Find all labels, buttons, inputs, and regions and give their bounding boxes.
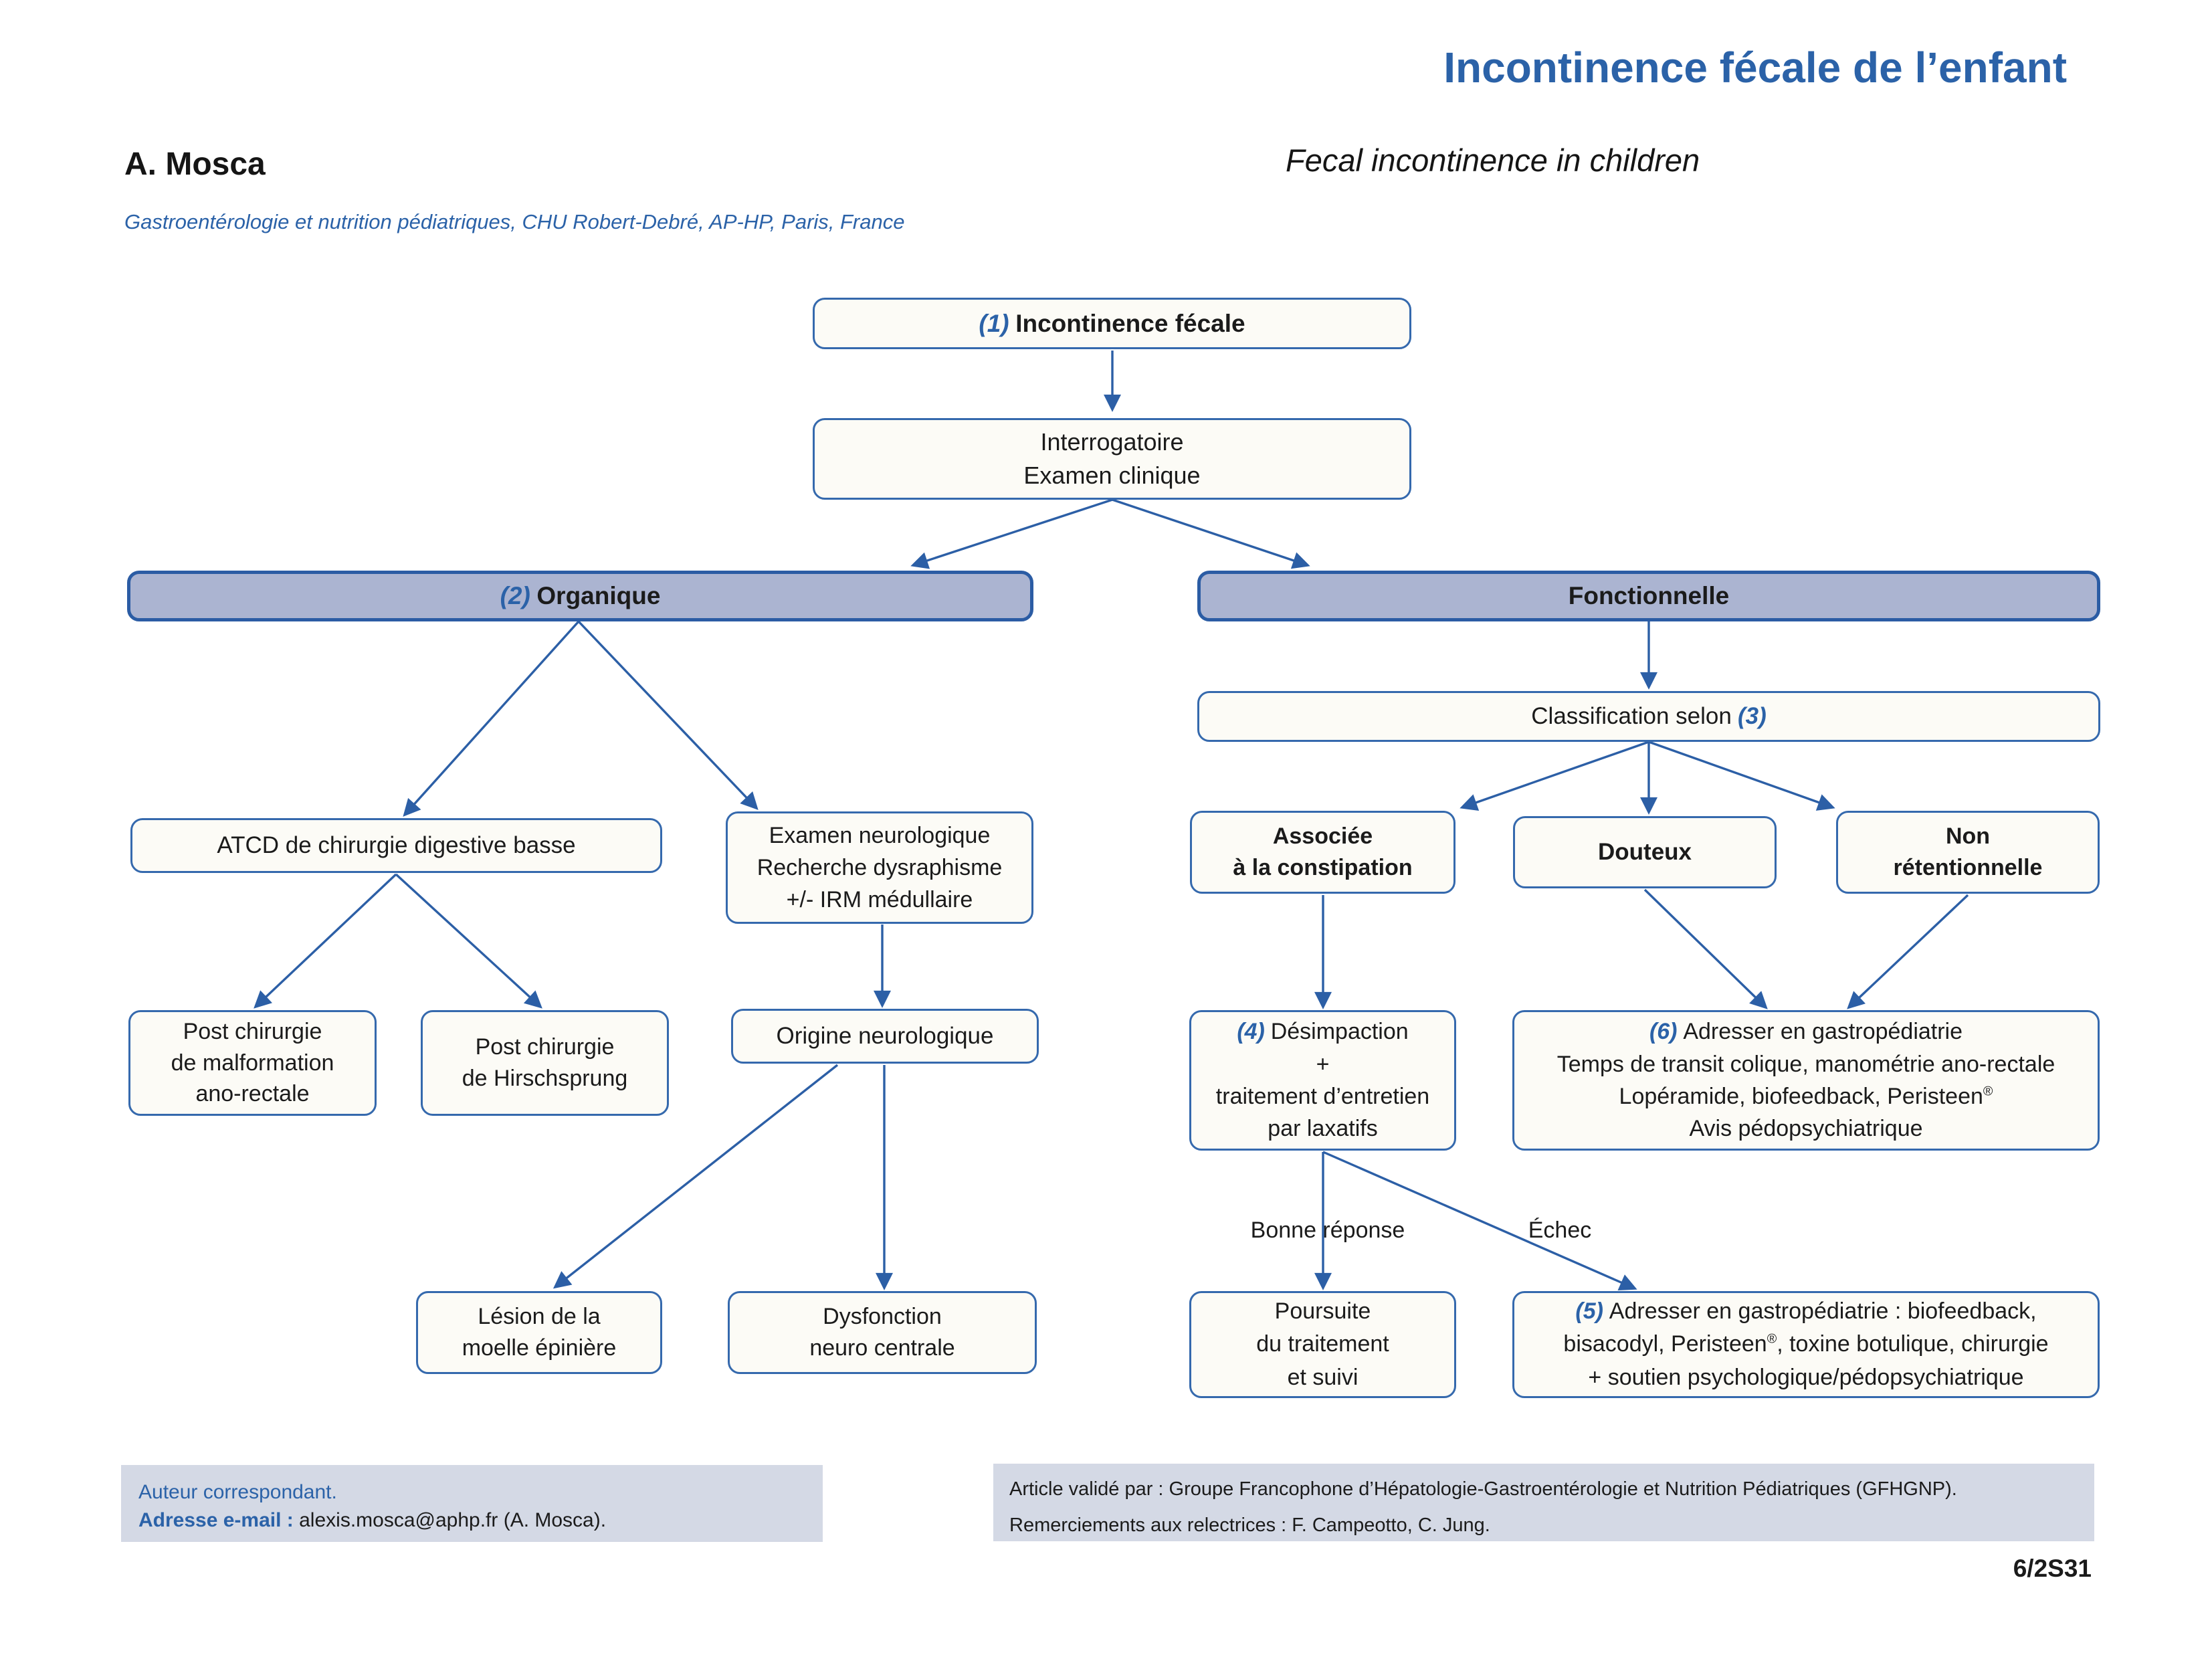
node-interrogatoire-examen: Interrogatoire Examen clinique: [813, 418, 1411, 500]
node-line: Désimpaction: [1270, 1019, 1409, 1045]
node-classification: Classification selon(3): [1197, 691, 2100, 742]
node-adresser-gastropediatrie-6: (6)Adresser en gastropédiatrie Temps de …: [1512, 1010, 2100, 1151]
node-atcd-chirurgie: ATCD de chirurgie digestive basse: [130, 818, 662, 873]
node-examen-neurologique: Examen neurologique Recherche dysraphism…: [726, 811, 1033, 924]
node-line: Adresser en gastropédiatrie: [1683, 1019, 1963, 1045]
node-line: Avis pédopsychiatrique: [1689, 1116, 1923, 1142]
node-line: ano-rectale: [195, 1081, 310, 1107]
bar-fonctionnelle: Fonctionnelle: [1197, 571, 2100, 621]
registered-mark: ®: [1767, 1332, 1777, 1347]
node-label: Douteux: [1598, 838, 1692, 865]
node-line: Adresser en gastropédiatrie : biofeedbac…: [1609, 1298, 2037, 1325]
node-dysfonction-neuro: Dysfonction neuro centrale: [728, 1291, 1037, 1374]
node-line: de Hirschsprung: [462, 1066, 628, 1091]
node-label: Classification selon: [1531, 702, 1732, 729]
node-incontinence-fecale: (1)Incontinence fécale: [813, 298, 1411, 349]
email-label: Adresse e-mail :: [138, 1509, 294, 1531]
node-line: Post chirurgie: [475, 1034, 615, 1060]
node-douteux: Douteux: [1513, 816, 1777, 888]
validation-footer: Article validé par : Groupe Francophone …: [993, 1464, 2094, 1541]
node-line: rétentionnelle: [1893, 855, 2043, 880]
node-line: de malformation: [171, 1050, 334, 1076]
step-number-1: (1): [979, 309, 1009, 337]
node-lesion-moelle: Lésion de la moelle épinière: [416, 1291, 662, 1374]
step-number-3: (3): [1737, 702, 1767, 729]
node-non-retentionnelle: Non rétentionnelle: [1836, 811, 2100, 894]
node-post-chirurgie-hirschsprung: Post chirurgie de Hirschsprung: [421, 1010, 669, 1116]
node-poursuite-traitement: Poursuite du traitement et suivi: [1189, 1291, 1456, 1398]
node-adresser-gastropediatrie-5: (5)Adresser en gastropédiatrie : biofeed…: [1512, 1291, 2100, 1398]
bar-label: Organique: [536, 582, 661, 610]
correspondent-footer: Auteur correspondant. Adresse e-mail : a…: [121, 1465, 823, 1542]
node-line: Lopéramide, biofeedback, Peristeen®: [1619, 1084, 1993, 1109]
node-line: par laxatifs: [1268, 1116, 1378, 1142]
email-value: alexis.mosca@aphp.fr (A. Mosca).: [293, 1509, 607, 1531]
author-name: A. Mosca: [124, 147, 266, 182]
node-associee-constipation: Associée à la constipation: [1190, 811, 1455, 894]
node-label: ATCD de chirurgie digestive basse: [217, 832, 576, 858]
step-number-4: (4): [1237, 1019, 1265, 1045]
node-desimpaction: (4)Désimpaction + traitement d’entretien…: [1189, 1010, 1456, 1151]
node-line: bisacodyl, Peristeen®, toxine botulique,…: [1563, 1331, 2049, 1357]
node-line: et suivi: [1287, 1364, 1359, 1390]
node-line: Post chirurgie: [183, 1018, 322, 1044]
node-line: Associée: [1272, 823, 1373, 850]
page-title-french: Incontinence fécale de l’enfant: [1443, 43, 2067, 92]
node-line: du traitement: [1256, 1331, 1389, 1357]
page-title-english: Fecal incontinence in children: [1286, 142, 1700, 178]
author-affiliation: Gastroentérologie et nutrition pédiatriq…: [124, 210, 905, 233]
node-line: Lésion de la: [478, 1304, 601, 1330]
node-origine-neurologique: Origine neurologique: [731, 1009, 1039, 1064]
node-line: +/- IRM médullaire: [786, 887, 973, 913]
label-bonne-reponse: Bonne réponse: [1250, 1217, 1405, 1243]
step-number-6: (6): [1649, 1019, 1678, 1045]
node-line: Poursuite: [1274, 1298, 1371, 1325]
bar-organique: (2)Organique: [127, 571, 1033, 621]
node-line: +: [1316, 1051, 1330, 1077]
node-line: Examen clinique: [1023, 462, 1201, 489]
acknowledgement-note: Remerciements aux relectrices : F. Campe…: [1009, 1515, 1490, 1536]
node-line: Temps de transit colique, manométrie ano…: [1556, 1051, 2055, 1077]
node-label: Incontinence fécale: [1015, 309, 1245, 337]
node-line: à la constipation: [1233, 855, 1413, 880]
validation-note: Article validé par : Groupe Francophone …: [1009, 1478, 1957, 1500]
node-label: Origine neurologique: [776, 1022, 994, 1049]
node-line: traitement d’entretien: [1215, 1084, 1430, 1109]
node-line: moelle épinière: [462, 1335, 617, 1361]
correspondent-note: Auteur correspondant.: [138, 1481, 337, 1503]
page-number: 6/2S31: [2013, 1555, 2092, 1582]
node-line: Recherche dysraphisme: [757, 854, 1003, 880]
node-line: + soutien psychologique/pédopsychiatriqu…: [1588, 1364, 2024, 1390]
node-line: neuro centrale: [809, 1335, 955, 1361]
step-number-5: (5): [1575, 1298, 1603, 1325]
node-line: Examen neurologique: [769, 822, 991, 848]
label-echec: Échec: [1528, 1217, 1592, 1243]
registered-mark: ®: [1983, 1084, 1993, 1099]
node-line: Interrogatoire: [1040, 428, 1184, 456]
bar-label: Fonctionnelle: [1568, 582, 1730, 610]
node-line: Non: [1945, 823, 1991, 850]
step-number-2: (2): [500, 582, 530, 610]
node-line: Dysfonction: [823, 1304, 942, 1330]
node-post-chirurgie-malformation: Post chirurgie de malformation ano-recta…: [128, 1010, 377, 1116]
